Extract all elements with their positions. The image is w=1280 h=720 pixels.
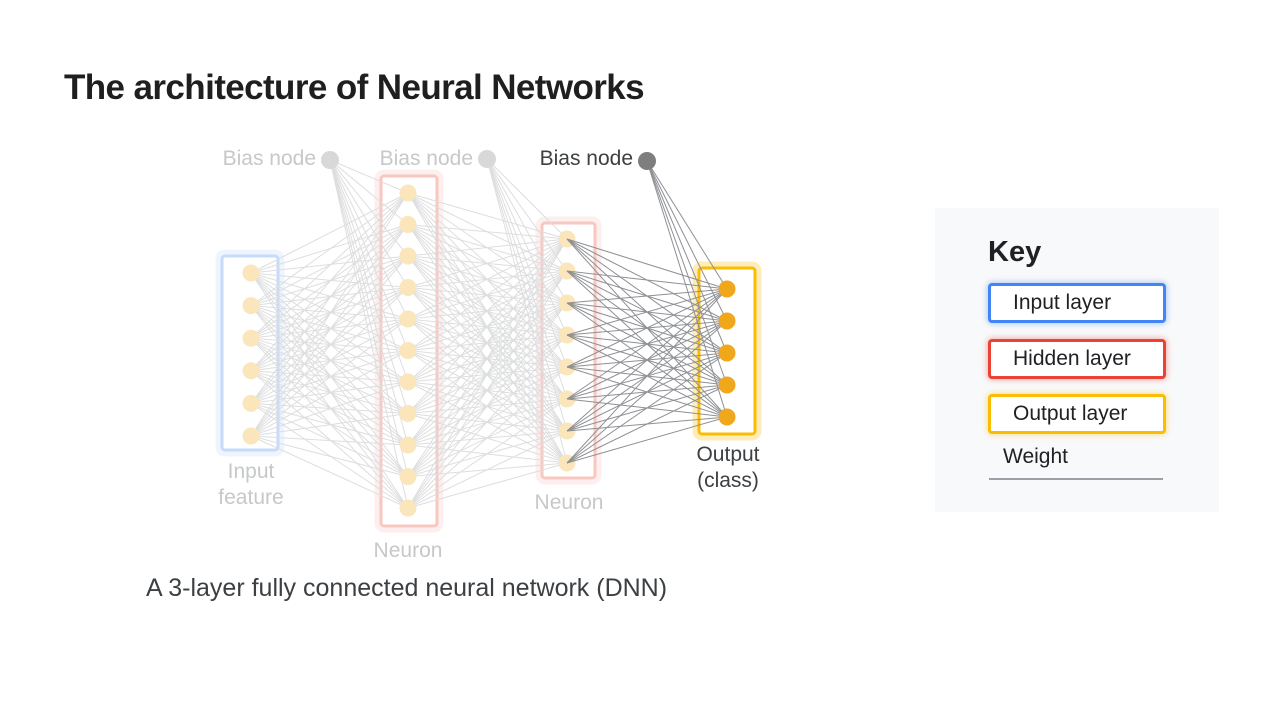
- output-layer-label: Output (class): [648, 442, 808, 494]
- caption: A 3-layer fully connected neural network…: [146, 574, 668, 602]
- page-title: The architecture of Neural Networks: [64, 68, 645, 107]
- bias-weights-1: [329, 159, 409, 509]
- input-layer-label: Input feature: [171, 459, 331, 511]
- key-panel: Key Input layer Hidden layer Output laye…: [935, 208, 1219, 512]
- weights-input-to-hidden-1: [250, 192, 409, 509]
- output-neurons: [718, 280, 736, 426]
- bias-node-dot-2: [478, 150, 496, 168]
- weights-hidden-1-to-hidden-2: [407, 192, 568, 509]
- bias-weights-2: [486, 158, 568, 464]
- input-neurons: [242, 264, 260, 445]
- bias-node-dot-1: [321, 151, 339, 169]
- key-item-output-layer: Output layer: [988, 394, 1166, 434]
- key-item-input-layer: Input layer: [988, 283, 1166, 323]
- bias-node-label-2: Bias node: [379, 147, 473, 170]
- key-item-output-layer-label: Output layer: [1013, 402, 1128, 425]
- input-layer-label-line2: feature: [218, 486, 284, 509]
- hidden-layer-2-label-line1: Neuron: [534, 491, 604, 514]
- bias-node-label-3: Bias node: [539, 147, 633, 170]
- highlighted-network-group: [566, 152, 762, 464]
- hidden-layer-2-label: Neuron: [489, 490, 649, 516]
- hidden-layer-1-label-line1: Neuron: [373, 539, 443, 562]
- key-item-input-layer-label: Input layer: [1013, 291, 1112, 314]
- bias-node-label-1: Bias node: [222, 147, 316, 170]
- bias-node-dot-3: [638, 152, 656, 170]
- key-item-hidden-layer-label: Hidden layer: [1013, 347, 1131, 370]
- key-weight-underline: [989, 478, 1163, 480]
- key-weight-label: Weight: [1003, 445, 1068, 468]
- output-layer-label-line1: Output: [696, 443, 760, 466]
- hidden-1-neurons: [399, 184, 417, 517]
- weights-hidden-2-to-output: [566, 238, 728, 464]
- input-layer-label-line1: Input: [227, 460, 275, 483]
- key-item-hidden-layer: Hidden layer: [988, 339, 1166, 379]
- key-title: Key: [988, 236, 1042, 268]
- bias-weights-3: [646, 160, 728, 418]
- faded-network-group: [215, 150, 602, 533]
- hidden-layer-1-label: Neuron: [328, 538, 488, 564]
- output-layer-label-line2: (class): [697, 469, 759, 492]
